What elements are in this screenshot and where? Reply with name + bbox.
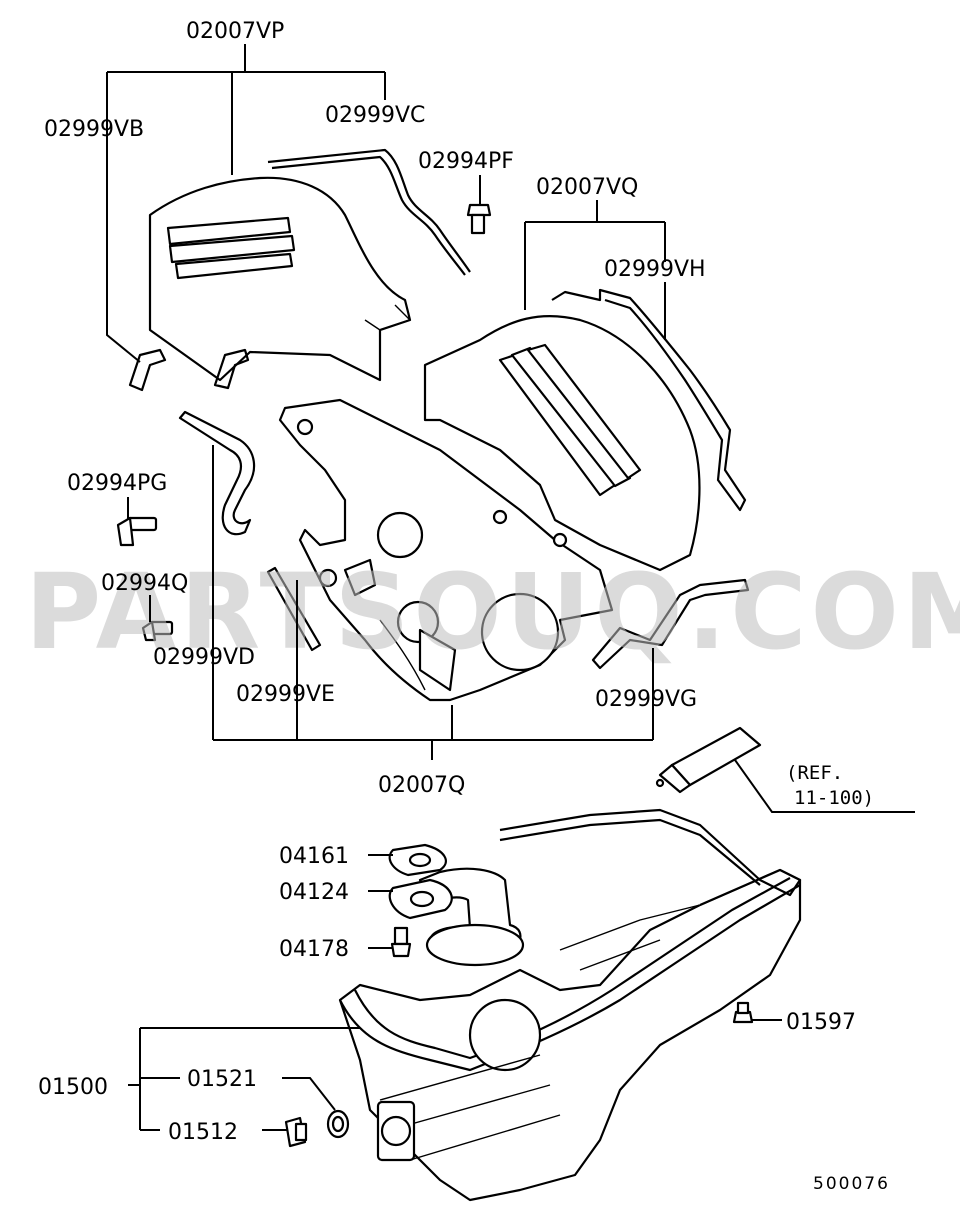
oil-pan[interactable] xyxy=(338,808,802,1202)
seal-02999VB[interactable] xyxy=(128,348,167,392)
leader-lines xyxy=(106,44,915,1131)
label-02007Q[interactable]: 02007Q xyxy=(378,773,465,798)
label-04178[interactable]: 04178 xyxy=(279,937,349,962)
label-04124[interactable]: 04124 xyxy=(279,880,349,905)
label-04161[interactable]: 04161 xyxy=(279,844,349,869)
washer-01521[interactable] xyxy=(326,1109,350,1139)
sealant-tube-icon xyxy=(655,726,762,794)
label-02999VD[interactable]: 02999VD xyxy=(153,645,255,670)
label-01512[interactable]: 01512 xyxy=(168,1120,238,1145)
bolt-01597[interactable] xyxy=(732,1001,754,1024)
label-01597[interactable]: 01597 xyxy=(786,1010,856,1035)
seal-02999VD[interactable] xyxy=(178,410,256,536)
label-02007VQ[interactable]: 02007VQ xyxy=(536,175,638,200)
label-01521[interactable]: 01521 xyxy=(187,1067,257,1092)
label-02994Q[interactable]: 02994Q xyxy=(101,571,188,596)
label-02007VP[interactable]: 02007VP xyxy=(186,19,284,44)
label-02999VG[interactable]: 02999VG xyxy=(595,687,697,712)
bolt-02994PG[interactable] xyxy=(116,516,158,547)
label-02994PF[interactable]: 02994PF xyxy=(418,149,514,174)
bolt-02994PF[interactable] xyxy=(466,203,492,235)
upper-timing-cover[interactable] xyxy=(148,176,412,382)
bolt-04178[interactable] xyxy=(390,926,412,958)
rear-timing-plate[interactable] xyxy=(278,398,614,702)
reference-line-1: (REF. xyxy=(786,762,843,784)
gasket-04124[interactable] xyxy=(388,878,453,920)
drain-plug-01512[interactable] xyxy=(284,1116,308,1148)
label-02999VB[interactable]: 02999VB xyxy=(44,117,144,142)
seal-02999VG[interactable] xyxy=(591,578,750,670)
label-02999VH[interactable]: 02999VH xyxy=(604,257,706,282)
lower-timing-cover-front[interactable] xyxy=(423,314,701,572)
bolt-02994Q[interactable] xyxy=(141,620,174,642)
watermark: PARTSOUQ.COM xyxy=(25,551,960,673)
label-01500[interactable]: 01500 xyxy=(38,1075,108,1100)
seal-02999VH[interactable] xyxy=(551,288,747,512)
drawing-code: 500076 xyxy=(813,1174,890,1194)
seal-02999VC[interactable] xyxy=(267,148,471,276)
gasket-04161[interactable] xyxy=(388,843,447,877)
label-02999VC[interactable]: 02999VC xyxy=(325,103,425,128)
label-02999VE[interactable]: 02999VE xyxy=(236,682,335,707)
reference-line-2: 11-100) xyxy=(794,787,874,809)
label-02994PG[interactable]: 02994PG xyxy=(67,471,167,496)
seal-02999VB-b[interactable] xyxy=(213,348,250,390)
